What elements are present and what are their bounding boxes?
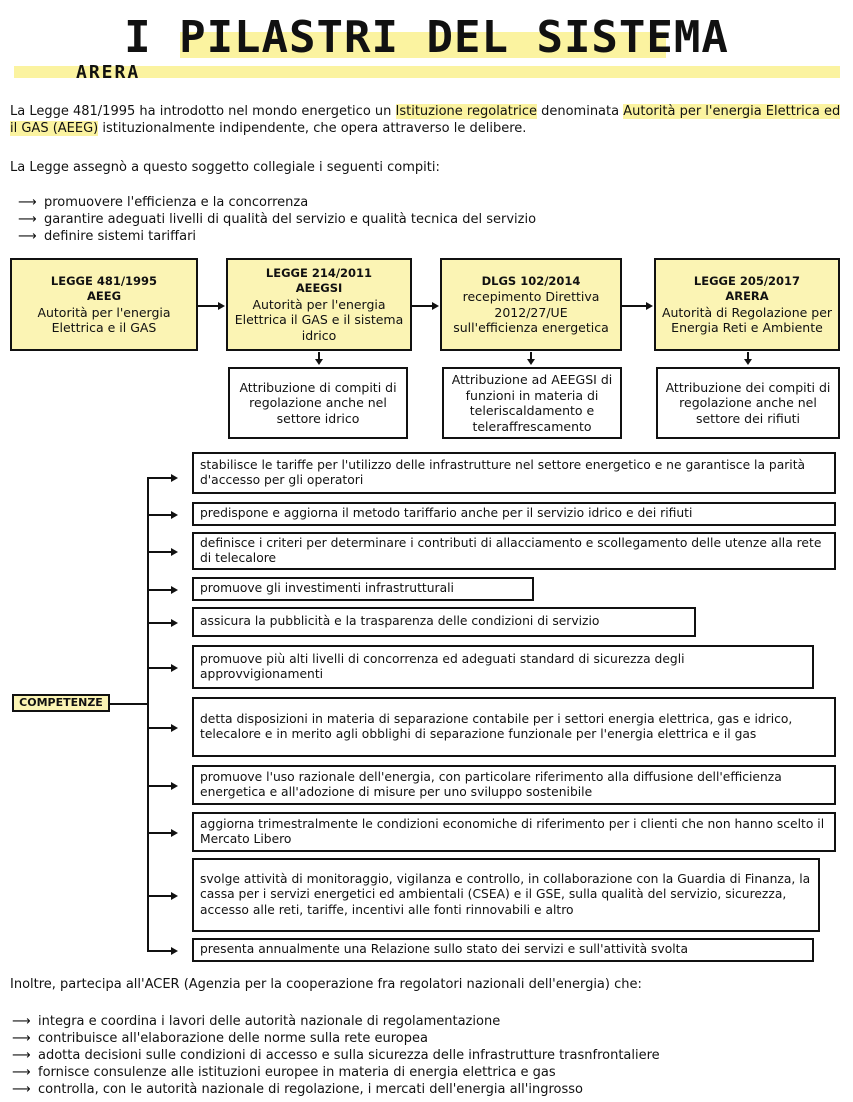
list-item: ⟶integra e coordina i lavori delle autor… xyxy=(12,1014,501,1029)
arrow-right-icon xyxy=(432,302,439,310)
competenza-box-6: promuove più alti livelli di concorrenza… xyxy=(192,645,814,689)
tree-branch-line xyxy=(147,667,171,669)
arrow-down-icon xyxy=(527,359,535,365)
tree-branch-line xyxy=(147,589,171,591)
tree-connector xyxy=(110,703,147,705)
competenza-box-11: presenta annualmente una Relazione sullo… xyxy=(192,938,814,962)
arrow-right-icon xyxy=(171,664,178,672)
tasks-list: ⟶promuovere l'efficienza e la concorrenz… xyxy=(18,194,536,245)
acer-list: ⟶integra e coordina i lavori delle autor… xyxy=(12,1013,660,1098)
tree-branch-line xyxy=(147,785,171,787)
intro-text: La Legge 481/1995 ha introdotto nel mond… xyxy=(10,104,396,119)
section-heading: ARERA xyxy=(76,62,141,83)
arrow-icon: ⟶ xyxy=(18,229,37,244)
tree-branch-line xyxy=(147,477,171,479)
page-title: I PILASTRI DEL SISTEMA xyxy=(124,12,729,63)
arrow-icon: ⟶ xyxy=(12,1014,31,1029)
tree-branch-line xyxy=(147,514,171,516)
arrow-icon: ⟶ xyxy=(18,195,37,210)
competenza-box-1: stabilisce le tariffe per l'utilizzo del… xyxy=(192,452,836,494)
competenza-box-8: promuove l'uso razionale dell'energia, c… xyxy=(192,765,836,805)
competenze-label: COMPETENZE xyxy=(12,694,110,712)
arrow-right-icon xyxy=(171,724,178,732)
arrow-right-icon xyxy=(171,548,178,556)
arrow-right-icon xyxy=(171,511,178,519)
list-item: ⟶garantire adeguati livelli di qualità d… xyxy=(18,212,537,227)
arrow-down-icon xyxy=(315,359,323,365)
timeline-box-3: DLGS 102/2014 recepimento Direttiva 2012… xyxy=(440,258,622,351)
tree-branch-line xyxy=(147,622,171,624)
tree-branch-line xyxy=(147,950,171,952)
tree-branch-line xyxy=(147,832,171,834)
arrow-icon: ⟶ xyxy=(12,1065,31,1080)
competenza-box-10: svolge attività di monitoraggio, vigilan… xyxy=(192,858,820,932)
arrow-right-icon xyxy=(218,302,225,310)
arrow-down-icon xyxy=(744,359,752,365)
list-item: ⟶contribuisce all'elaborazione delle nor… xyxy=(12,1031,428,1046)
tree-branch-line xyxy=(147,895,171,897)
arrow-right-icon xyxy=(646,302,653,310)
list-item: ⟶controlla, con le autorità nazionale di… xyxy=(12,1082,583,1097)
arrow-right-icon xyxy=(171,619,178,627)
arrow-icon: ⟶ xyxy=(18,212,37,227)
arrow-right-icon xyxy=(171,829,178,837)
acer-intro: Inoltre, partecipa all'ACER (Agenzia per… xyxy=(10,977,642,992)
tree-branch-line xyxy=(147,727,171,729)
arrow-right-icon xyxy=(171,892,178,900)
timeline-box-4: LEGGE 205/2017 ARERA Autorità di Regolaz… xyxy=(654,258,840,351)
competenza-box-7: detta disposizioni in materia di separaz… xyxy=(192,697,836,757)
list-item: ⟶adotta decisioni sulle condizioni di ac… xyxy=(12,1048,660,1063)
arrow-icon: ⟶ xyxy=(12,1048,31,1063)
arrow-right-icon xyxy=(171,586,178,594)
competenza-box-2: predispone e aggiorna il metodo tariffar… xyxy=(192,502,836,526)
list-item: ⟶definire sistemi tariffari xyxy=(18,229,197,244)
intro-text: denominata xyxy=(536,104,624,119)
intro-highlight-1: Istituzione regolatrice xyxy=(395,104,537,119)
arrow-right-icon xyxy=(171,947,178,955)
intro-text: istituzionalmente indipendente, che oper… xyxy=(98,121,527,136)
competenza-box-3: definisce i criteri per determinare i co… xyxy=(192,532,836,570)
list-item: ⟶promuovere l'efficienza e la concorrenz… xyxy=(18,195,309,210)
tree-branch-line xyxy=(147,551,171,553)
timeline-note-2: Attribuzione di compiti di regolazione a… xyxy=(228,367,408,439)
competenza-box-4: promuove gli investimenti infrastruttura… xyxy=(192,577,534,601)
competenza-box-9: aggiorna trimestralmente le condizioni e… xyxy=(192,812,836,852)
tree-trunk xyxy=(147,477,149,950)
intro-paragraph: La Legge 481/1995 ha introdotto nel mond… xyxy=(10,103,845,137)
arrow-icon: ⟶ xyxy=(12,1031,31,1046)
arrow-icon: ⟶ xyxy=(12,1082,31,1097)
timeline-note-4: Attribuzione dei compiti di regolazione … xyxy=(656,367,840,439)
timeline-box-2: LEGGE 214/2011 AEEGSI Autorità per l'ene… xyxy=(226,258,412,351)
arrow-right-icon xyxy=(171,474,178,482)
list-item: ⟶fornisce consulenze alle istituzioni eu… xyxy=(12,1065,556,1080)
timeline-note-3: Attribuzione ad AEEGSI di funzioni in ma… xyxy=(442,367,622,439)
timeline-box-1: LEGGE 481/1995 AEEG Autorità per l'energ… xyxy=(10,258,198,351)
competenza-box-5: assicura la pubblicità e la trasparenza … xyxy=(192,607,696,637)
intro-tasks-lead: La Legge assegnò a questo soggetto colle… xyxy=(10,160,440,175)
arrow-right-icon xyxy=(171,782,178,790)
